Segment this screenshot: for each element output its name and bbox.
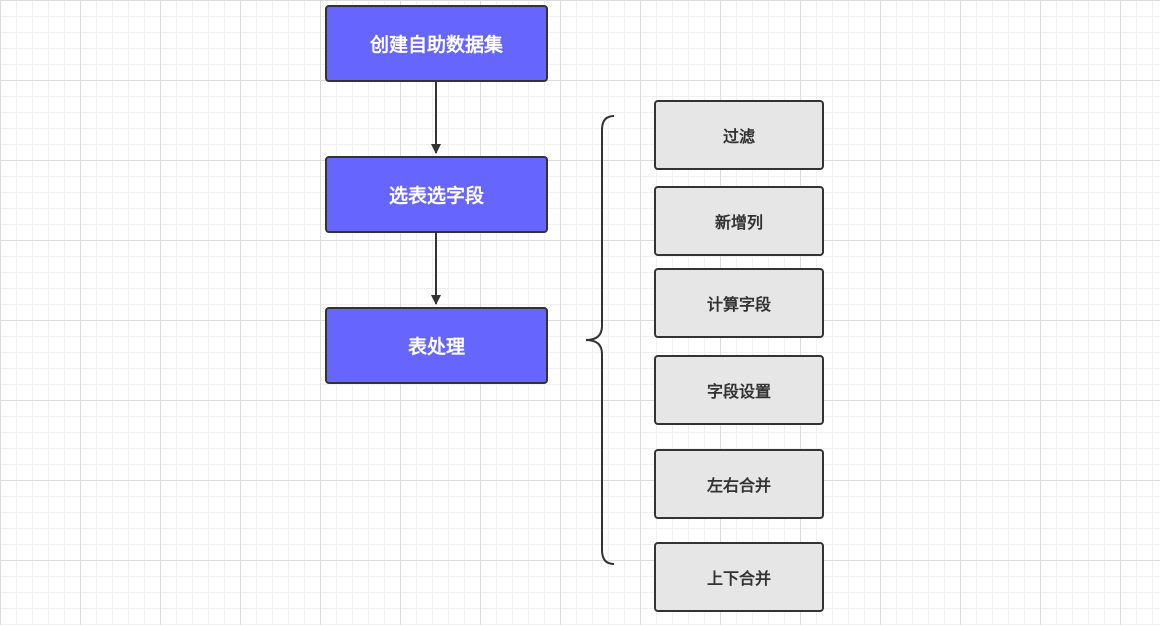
curly-brace	[585, 115, 615, 565]
sub-step-vertical-merge-label: 上下合并	[706, 569, 771, 588]
step-select-table-fields[interactable]: 选表选字段	[325, 156, 548, 233]
step-create-dataset[interactable]: 创建自助数据集	[325, 5, 548, 82]
sub-step-filter[interactable]: 过滤	[654, 100, 824, 170]
sub-step-add-column-label: 新增列	[714, 213, 763, 232]
sub-step-calculated-field-label: 计算字段	[706, 295, 771, 314]
step-select-table-fields-label: 选表选字段	[388, 185, 484, 207]
sub-step-field-settings[interactable]: 字段设置	[654, 355, 824, 425]
sub-step-vertical-merge[interactable]: 上下合并	[654, 542, 824, 612]
step-table-processing-label: 表处理	[407, 336, 465, 358]
sub-step-calculated-field[interactable]: 计算字段	[654, 268, 824, 338]
sub-step-horizontal-merge-label: 左右合并	[706, 476, 771, 495]
sub-step-horizontal-merge[interactable]: 左右合并	[654, 449, 824, 519]
step-table-processing[interactable]: 表处理	[325, 307, 548, 384]
sub-step-field-settings-label: 字段设置	[706, 382, 771, 401]
step-create-dataset-label: 创建自助数据集	[369, 34, 503, 56]
sub-step-filter-label: 过滤	[722, 127, 755, 146]
sub-step-add-column[interactable]: 新增列	[654, 186, 824, 256]
